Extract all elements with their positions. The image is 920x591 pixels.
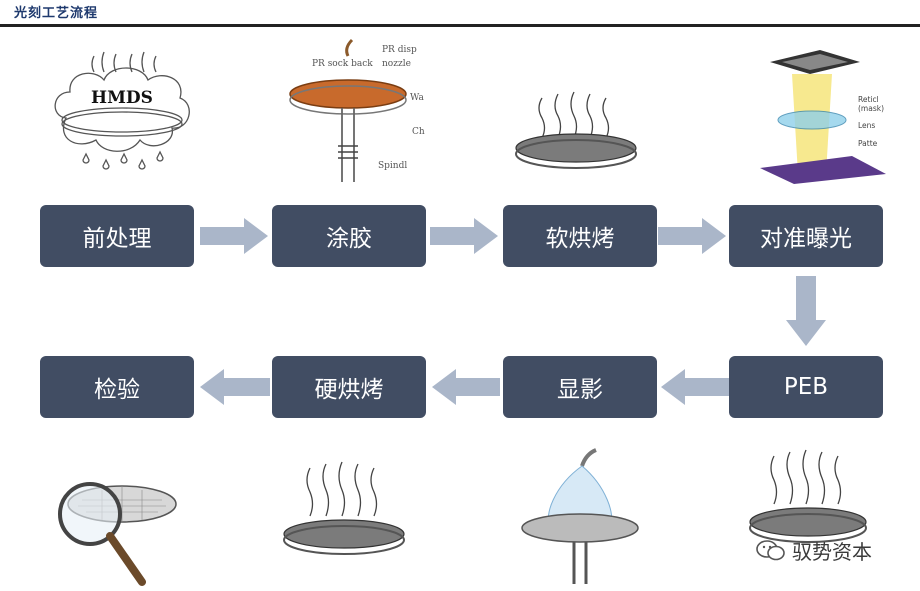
step-soft-bake: 软烘烤 <box>503 205 657 267</box>
arrow-right-icon <box>430 218 498 254</box>
arrow-right-icon <box>200 218 268 254</box>
watermark: 驭势资本 <box>756 536 872 565</box>
arrow-left-icon <box>200 369 270 405</box>
coat-label-chuck: Ch <box>412 127 425 137</box>
arrow-right-icon <box>658 218 726 254</box>
coat-label-nozzle: nozzle <box>382 59 411 69</box>
title-divider <box>0 24 920 27</box>
coat-label-sock-back: PR sock back <box>312 59 373 69</box>
arrow-left-icon <box>432 369 500 405</box>
expose-label-lens: Lens <box>858 121 875 130</box>
step-coating: 涂胶 <box>272 205 426 267</box>
hmds-label: HMDS <box>91 88 153 108</box>
step-peb: PEB <box>729 356 883 418</box>
soft-bake-illustration <box>515 91 637 169</box>
spin-coating-illustration: PR sock back PR disp nozzle Wa Ch Spindl <box>289 38 425 182</box>
develop-illustration <box>521 448 639 584</box>
hard-bake-illustration <box>283 461 405 555</box>
wechat-icon <box>756 539 785 560</box>
page-title: 光刻工艺流程 <box>14 6 99 21</box>
step-inspection: 检验 <box>40 356 194 418</box>
expose-label-pattern: Patte <box>858 139 878 148</box>
step-align-expose: 对准曝光 <box>729 205 883 267</box>
step-develop: 显影 <box>503 356 657 418</box>
expose-label-mask: (mask) <box>858 104 884 113</box>
inspection-magnifier-illustration <box>58 482 177 586</box>
coat-label-dispense: PR disp <box>382 45 417 55</box>
coat-label-spindle: Spindl <box>378 161 407 171</box>
step-hard-bake: 硬烘烤 <box>272 356 426 418</box>
hmds-pretreatment-illustration: HMDS <box>54 51 190 170</box>
exposure-illustration: Reticl (mask) Lens Patte <box>760 50 886 184</box>
arrow-left-icon <box>661 369 729 405</box>
watermark-text: 驭势资本 <box>792 540 872 564</box>
coat-label-wafer: Wa <box>410 93 424 103</box>
arrow-down-icon <box>786 276 826 346</box>
peb-illustration <box>749 449 867 543</box>
expose-label-reticle: Reticl <box>858 95 879 104</box>
step-pretreatment: 前处理 <box>40 205 194 267</box>
